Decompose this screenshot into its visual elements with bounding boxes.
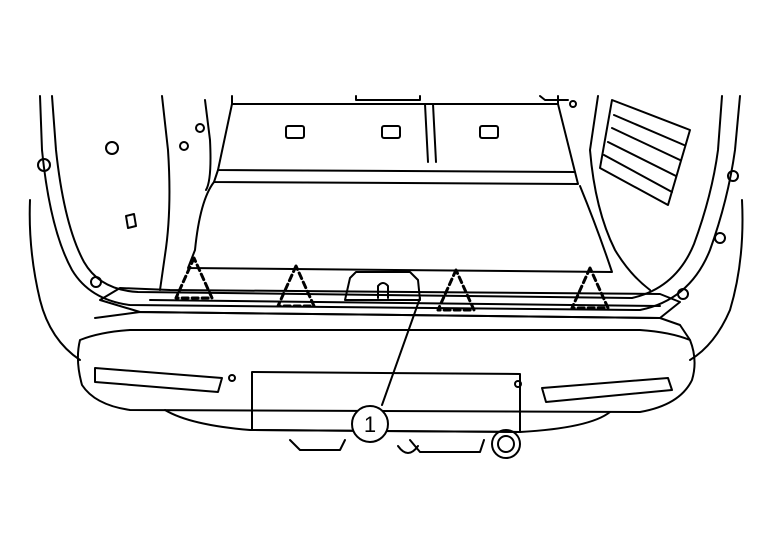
left-bumper-reflector (94, 367, 223, 393)
body-fastener-3 (179, 141, 189, 151)
body-fastener-5 (90, 276, 102, 288)
clip-marker-2 (276, 264, 316, 308)
roof-trim (355, 95, 569, 101)
callout-1: 1 (351, 405, 389, 443)
body-fastener-4 (714, 232, 726, 244)
seatback-split (424, 103, 429, 163)
side-vent-frame (599, 99, 691, 206)
bumper-bolt-right (514, 380, 522, 388)
body-fastener-8 (195, 123, 205, 133)
seat-latch-right (479, 125, 499, 139)
clip-marker-4 (570, 266, 610, 310)
rear-sill-plate-edge (149, 299, 661, 307)
rear-bumper-body (76, 329, 696, 413)
right-bumper-reflector (541, 377, 673, 403)
body-clip (125, 213, 137, 229)
underbody-hitch (289, 439, 485, 453)
body-fastener-6 (677, 288, 689, 300)
body-fastener-1 (105, 141, 119, 155)
body-fastener-9 (569, 100, 577, 108)
liftgate-striker (344, 271, 421, 301)
rear-sill-plate (99, 287, 681, 319)
cargo-left-wall-inner (204, 99, 212, 191)
cargo-right-wall (589, 95, 651, 291)
liftgate-opening-outline (39, 95, 741, 311)
exhaust-tip (491, 429, 521, 459)
body-fastener-7 (727, 170, 739, 182)
callout-leader-line (381, 297, 421, 406)
callout-circle (351, 405, 389, 443)
tow-hook (397, 445, 419, 454)
clip-marker-3 (436, 268, 476, 312)
seat-latch-left (285, 125, 305, 139)
seatback-outline (217, 103, 576, 173)
rear-bumper-top (94, 311, 691, 341)
cargo-floor (187, 181, 613, 273)
exhaust-tip-inner (497, 435, 515, 453)
side-vent-louvers (603, 114, 685, 193)
liftgate-inner-outline (51, 95, 723, 299)
left-body-panel (28, 199, 81, 361)
seatback-split-2 (432, 103, 437, 163)
seatback-lower-edge (213, 169, 579, 185)
cargo-left-wall (159, 95, 171, 291)
bumper-bolt-left (228, 374, 236, 382)
body-fastener-2 (37, 158, 51, 172)
right-body-panel (689, 199, 744, 361)
striker-loop (377, 282, 389, 299)
callout-label: 1 (364, 412, 376, 437)
clip-marker-1 (174, 256, 214, 300)
license-plate-recess (251, 371, 521, 433)
seat-latch-center (381, 125, 401, 139)
